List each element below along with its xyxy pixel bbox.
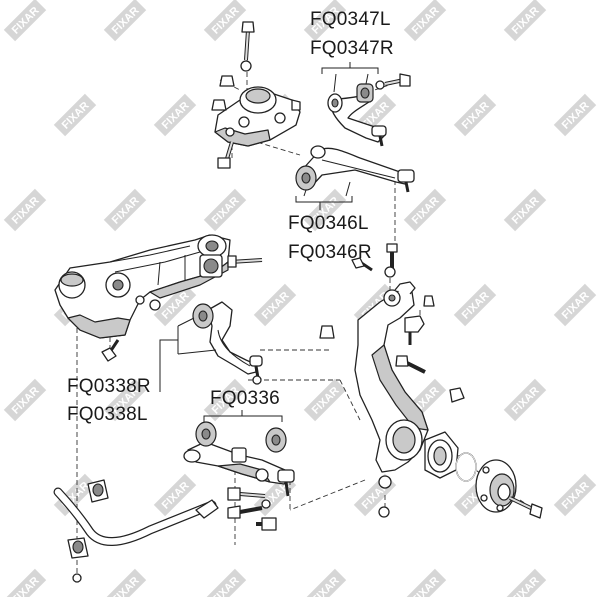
watermark-tile: FIXAR [453,93,497,137]
watermark-tile: FIXAR [553,473,597,517]
watermark-tile: FIXAR [403,568,447,597]
watermark-tile: FIXAR [153,93,197,137]
watermark-tile: FIXAR [303,568,347,597]
part-labels: FQ0347L FQ0347R FQ0346L FQ0346R FQ0338R … [67,9,394,425]
knuckle-bolts [319,243,465,403]
watermark-tile: FIXAR [203,188,247,232]
label-fq0336: FQ0336 [210,388,280,409]
strut-mount [214,86,301,147]
watermark-tile: FIXAR [403,0,447,42]
upper-arm-fq0347 [327,83,387,147]
watermark-tile: FIXAR [203,0,247,42]
wheel-bearing [424,431,477,482]
watermark-tile: FIXAR [3,378,47,422]
stabilizer-bar [53,479,219,583]
watermark-tile: FIXAR [303,378,347,422]
watermark-tile: FIXAR [503,188,547,232]
lower-arm-fq0336 [183,421,295,497]
label-fq0346l: FQ0346L [288,213,369,234]
watermark-tile: FIXAR [3,188,47,232]
watermark-tile: FIXAR [403,188,447,232]
strut-bolts [211,21,301,169]
upper-arm-bolt [375,73,411,90]
watermark-tile: FIXAR [503,0,547,42]
wheel-hub [475,459,543,519]
label-fq0347r: FQ0347R [310,38,394,59]
watermark-tile: FIXAR [553,93,597,137]
watermark-tile: FIXAR [3,568,47,597]
upper-arm-fq0346 [295,145,415,193]
watermark-tile: FIXAR [53,93,97,137]
label-fq0346r: FQ0346R [288,242,372,263]
steering-knuckle [354,281,429,518]
watermark-tile: FIXAR [103,188,147,232]
watermark-tile: FIXAR [503,378,547,422]
watermark-tile: FIXAR [503,568,547,597]
watermark-tile: FIXAR [3,0,47,42]
watermark-tile: FIXAR [203,568,247,597]
subframe-bolt [227,255,263,268]
callout-brackets [159,62,379,422]
lower-arm-bolts [227,487,277,531]
subframe-lower-bolt [101,339,120,362]
lower-arm-fq0338 [192,301,263,385]
watermark-tile: FIXAR [453,283,497,327]
label-fq0338l: FQ0338L [67,404,148,425]
watermark-tile: FIXAR [253,283,297,327]
label-fq0347l: FQ0347L [310,9,391,30]
label-fq0338r: FQ0338R [67,376,151,397]
watermark-tile: FIXAR [103,0,147,42]
watermark-tile: FIXAR [103,568,147,597]
watermark-tile: FIXAR [553,283,597,327]
